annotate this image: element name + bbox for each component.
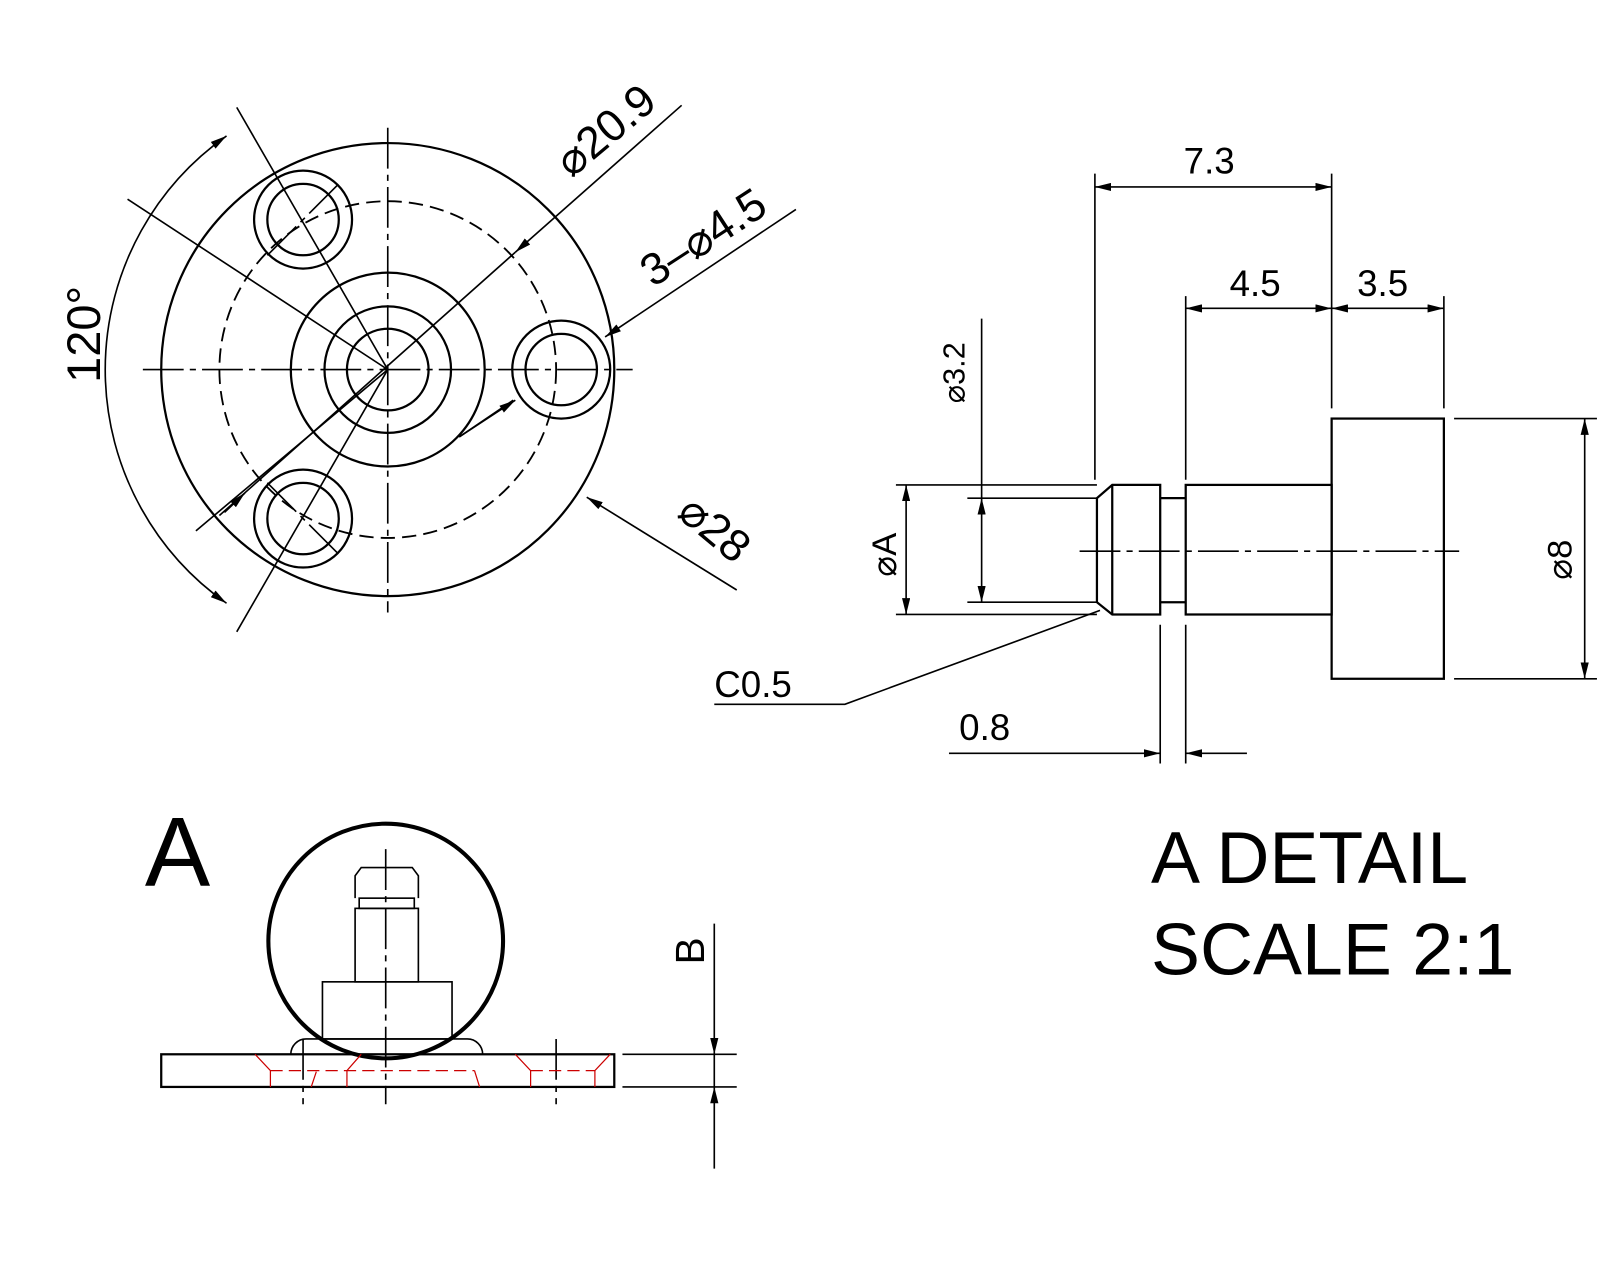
tip-dia-label: ⌀3.2 [937, 342, 971, 403]
hole-right [511, 319, 612, 420]
overall-length-label: 7.3 [1184, 141, 1235, 182]
b-label: B [667, 937, 713, 964]
detail-view: A B A DETAIL SCALE 2:1 [145, 797, 1514, 1169]
shaft-length-label: 4.5 [1230, 263, 1281, 304]
front-view: 120° ⌀20.9 3–⌀4.5 ⌀28 [58, 74, 797, 633]
head-dia-label: ⌀8 [1541, 540, 1579, 580]
groove-label: 0.8 [959, 707, 1010, 748]
outer-dia-label: ⌀28 [669, 484, 761, 573]
dia-a-label: ⌀A [866, 532, 904, 577]
chamfer-label: C0.5 [714, 664, 792, 705]
pcd-label: ⌀20.9 [545, 74, 665, 187]
head-length-label: 3.5 [1357, 263, 1408, 304]
detail-marker: A [145, 797, 211, 907]
hole-lower-left [252, 468, 354, 569]
hole-upper-left [252, 169, 354, 270]
side-view: 7.3 4.5 3.5 ⌀3.2 ⌀A ⌀8 C0.5 0.8 [714, 141, 1597, 764]
detail-title: A DETAIL [1151, 816, 1468, 899]
detail-scale: SCALE 2:1 [1151, 908, 1514, 991]
angle-label: 120° [58, 286, 110, 383]
